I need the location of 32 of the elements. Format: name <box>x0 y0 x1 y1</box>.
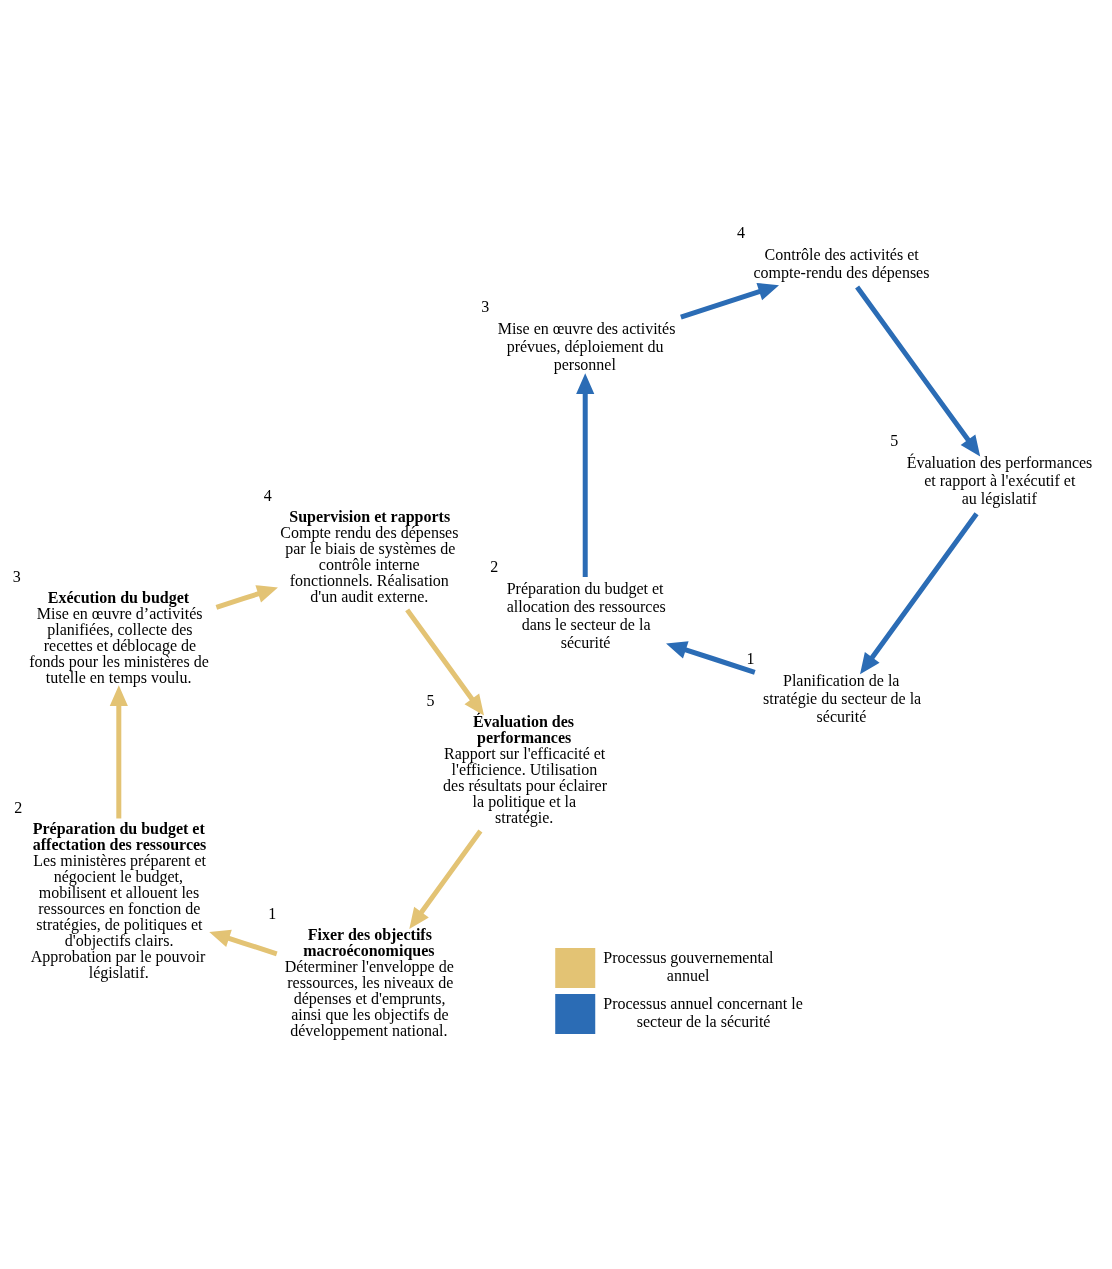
legend-label: Processus gouvernemental annuel <box>603 948 774 984</box>
node-text: Mise en œuvre des activités prévues, déploiement du personnel <box>497 319 676 373</box>
arrow <box>680 282 779 320</box>
node-text: Évaluation des performances Rapport sur l'efficacité et l'efficience. Utilisation des résultats pour éclairer la politique et la stratégie. <box>443 712 608 826</box>
node-text: Exécution du budget Mise en œuvre d’activités planifiées, collecte des recettes et déblocage de fonds pour les ministères de tutelle en temps voulu. <box>29 588 209 686</box>
node-text: Préparation du budget et affectation des ressources Les ministères préparent et négocient le budget, mobilisent et allouent les ressources en fonction de stratégies, de politiques et d'objectifs clairs. Approbation par le pouvoir législatif. <box>30 820 207 982</box>
arrow <box>409 829 483 929</box>
node-label: 4 <box>263 486 272 504</box>
arrow <box>576 373 595 577</box>
node-label: 5 <box>426 691 435 709</box>
node-label: 2 <box>14 799 23 817</box>
node-label: 1 <box>746 650 755 668</box>
node-label: 2 <box>490 557 499 575</box>
node-text: Contrôle des activités et compte-rendu des dépenses <box>753 245 930 281</box>
node-text: Fixer des objectifs macroéconomiques Déterminer l'enveloppe de ressources, les niveaux de dépenses et d'emprunts, ainsi que les objectifs de développement national. <box>284 925 454 1039</box>
node-text: Planification de la stratégie du secteur de la sécurité <box>763 672 922 726</box>
node-text: Supervision et rapports Compte rendu des dépenses par le biais de systèmes de contrôle interne fonctionnels. Réalisation d'un audit externe. <box>280 507 459 605</box>
arrow <box>666 641 756 675</box>
node-label: 3 <box>481 297 490 315</box>
node-label: 4 <box>737 223 746 241</box>
arrow <box>109 685 128 819</box>
node-label: 1 <box>268 904 277 922</box>
arrow <box>860 512 979 675</box>
arrow <box>855 285 981 457</box>
arrow <box>405 608 484 716</box>
legend-label: Processus annuel concernant le secteur de la sécurité <box>603 994 803 1030</box>
node-label: 3 <box>12 567 21 585</box>
node-label: 5 <box>890 432 899 450</box>
arrow <box>215 585 278 610</box>
node-text: Préparation du budget et allocation des ressources dans le secteur de la sécurité <box>506 579 666 651</box>
node-text: Évaluation des performances et rapport à l'exécutif et au législatif <box>906 454 1093 508</box>
arrow <box>209 929 278 957</box>
